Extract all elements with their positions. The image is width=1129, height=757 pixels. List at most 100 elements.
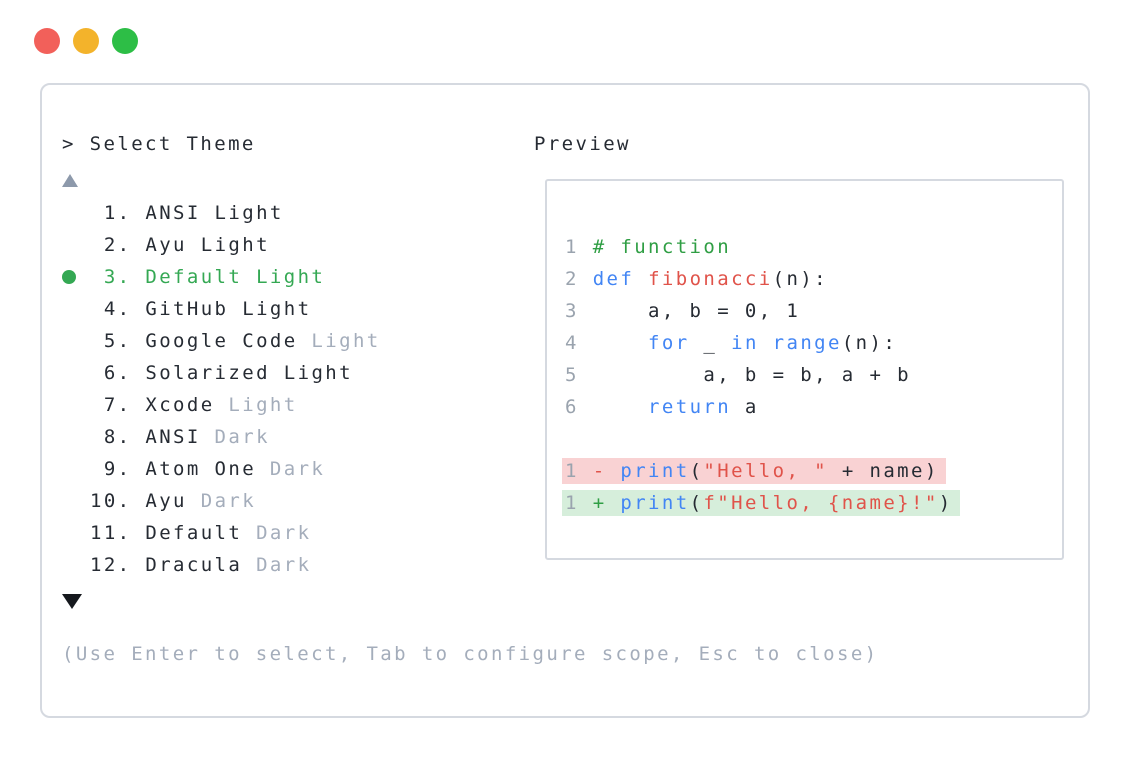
theme-item-label: 10. Ayu Dark bbox=[90, 490, 256, 512]
theme-list-item[interactable]: 7. Xcode Light bbox=[62, 389, 381, 421]
theme-item-variant: Light bbox=[242, 266, 326, 288]
theme-item-number: 6. bbox=[90, 362, 146, 384]
theme-item-variant: Dark bbox=[200, 426, 270, 448]
theme-list-item[interactable]: 6. Solarized Light bbox=[62, 357, 381, 389]
scroll-down-icon[interactable] bbox=[62, 594, 82, 609]
theme-list-item[interactable]: 4. GitHub Light bbox=[62, 293, 381, 325]
code-token: (n): bbox=[841, 332, 898, 354]
code-line: 4 for _ in range(n): bbox=[565, 327, 1062, 359]
code-token: a, b = b, a + b bbox=[592, 364, 911, 386]
theme-list: 1. ANSI Light 2. Ayu Light 3. Default Li… bbox=[62, 197, 381, 581]
close-button[interactable] bbox=[34, 28, 60, 54]
marker-spacer bbox=[62, 485, 90, 517]
preview-label: Preview bbox=[534, 133, 631, 155]
theme-item-variant: Light bbox=[186, 234, 270, 256]
code-token: _ bbox=[689, 332, 732, 354]
theme-item-name: GitHub bbox=[145, 298, 229, 320]
theme-item-number: 12. bbox=[90, 554, 146, 576]
theme-list-item[interactable]: 10. Ayu Dark bbox=[62, 485, 381, 517]
maximize-button[interactable] bbox=[112, 28, 138, 54]
line-number: 1 bbox=[565, 460, 593, 482]
theme-item-number: 11. bbox=[90, 522, 146, 544]
theme-list-item[interactable]: 12. Dracula Dark bbox=[62, 549, 381, 581]
theme-item-name: Ayu bbox=[145, 490, 187, 512]
line-number: 6 bbox=[565, 396, 593, 418]
code-line: 6 return a bbox=[565, 391, 1062, 423]
theme-list-item[interactable]: 1. ANSI Light bbox=[62, 197, 381, 229]
marker-spacer bbox=[62, 293, 90, 325]
code-line-text: 1 # function bbox=[565, 236, 731, 258]
line-number: 2 bbox=[565, 268, 593, 290]
marker-spacer bbox=[62, 325, 90, 357]
theme-item-number: 8. bbox=[90, 426, 146, 448]
line-number: 3 bbox=[565, 300, 593, 322]
code-line-text: 5 a, b = b, a + b bbox=[565, 364, 911, 386]
theme-item-name: Default bbox=[145, 522, 243, 544]
code-token: a, b = 0, 1 bbox=[592, 300, 801, 322]
code-token: range bbox=[772, 332, 842, 354]
code-line: 5 a, b = b, a + b bbox=[565, 359, 1062, 391]
help-text: (Use Enter to select, Tab to configure s… bbox=[62, 643, 879, 665]
theme-list-item[interactable]: 8. ANSI Dark bbox=[62, 421, 381, 453]
theme-item-variant: Dark bbox=[186, 490, 257, 512]
marker-spacer bbox=[62, 421, 90, 453]
code-token: # function bbox=[592, 236, 732, 258]
theme-item-name: Xcode bbox=[145, 394, 215, 416]
theme-item-name: Solarized bbox=[145, 362, 270, 384]
code-line-text: 3 a, b = 0, 1 bbox=[565, 300, 800, 322]
theme-list-item[interactable]: 11. Default Dark bbox=[62, 517, 381, 549]
theme-item-label: 2. Ayu Light bbox=[90, 234, 270, 256]
theme-item-name: Ayu bbox=[145, 234, 187, 256]
theme-item-variant: Light bbox=[214, 394, 298, 416]
scroll-up-icon[interactable] bbox=[62, 174, 78, 187]
code-line: 1 - print("Hello, " + name) bbox=[562, 455, 1062, 487]
theme-item-label: 1. ANSI Light bbox=[90, 202, 284, 224]
selected-marker bbox=[62, 261, 90, 293]
code-token: for bbox=[648, 332, 690, 354]
theme-list-item[interactable]: 2. Ayu Light bbox=[62, 229, 381, 261]
theme-item-number: 7. bbox=[90, 394, 146, 416]
window-controls bbox=[34, 28, 138, 54]
theme-item-variant: Dark bbox=[242, 522, 312, 544]
theme-item-variant: Light bbox=[269, 362, 353, 384]
code-line-text: 6 return a bbox=[565, 396, 759, 418]
code-token: def bbox=[592, 268, 635, 290]
theme-item-variant: Dark bbox=[242, 554, 312, 576]
theme-item-variant: Light bbox=[200, 202, 284, 224]
diff-line-removed: 1 - print("Hello, " + name) bbox=[562, 458, 946, 484]
line-number: 1 bbox=[565, 492, 593, 514]
code-line: 3 a, b = 0, 1 bbox=[565, 295, 1062, 327]
theme-item-label: 5. Google Code Light bbox=[90, 330, 381, 352]
code-token bbox=[593, 396, 648, 418]
marker-spacer bbox=[62, 197, 90, 229]
minimize-button[interactable] bbox=[73, 28, 99, 54]
theme-picker-panel: > Select Theme Preview 1. ANSI Light 2. … bbox=[40, 83, 1090, 718]
theme-list-item[interactable]: 3. Default Light bbox=[62, 261, 381, 293]
code-line: 1 # function bbox=[565, 231, 1062, 263]
code-token: return bbox=[648, 396, 732, 418]
code-token bbox=[634, 268, 648, 290]
marker-spacer bbox=[62, 389, 90, 421]
theme-item-name: Atom One bbox=[145, 458, 257, 480]
theme-item-label: 11. Default Dark bbox=[90, 522, 311, 544]
code-token: print bbox=[620, 492, 690, 514]
code-token: ( bbox=[689, 492, 704, 514]
select-theme-prompt: > Select Theme bbox=[62, 133, 256, 155]
marker-spacer bbox=[62, 517, 90, 549]
theme-list-item[interactable]: 5. Google Code Light bbox=[62, 325, 381, 357]
code-token: fibonacci bbox=[648, 268, 773, 290]
code-line-text: 4 for _ in range(n): bbox=[565, 332, 897, 354]
theme-item-label: 7. Xcode Light bbox=[90, 394, 298, 416]
code-token: + bbox=[592, 492, 621, 514]
code-token: "Hello, " bbox=[703, 460, 828, 482]
line-number: 1 bbox=[565, 236, 593, 258]
theme-item-name: Google Code bbox=[145, 330, 298, 352]
marker-spacer bbox=[62, 453, 90, 485]
code-line-text: 2 def fibonacci(n): bbox=[565, 268, 828, 290]
theme-item-variant: Dark bbox=[256, 458, 326, 480]
theme-list-item[interactable]: 9. Atom One Dark bbox=[62, 453, 381, 485]
theme-item-name: ANSI bbox=[145, 426, 201, 448]
theme-item-number: 3. bbox=[90, 266, 146, 288]
